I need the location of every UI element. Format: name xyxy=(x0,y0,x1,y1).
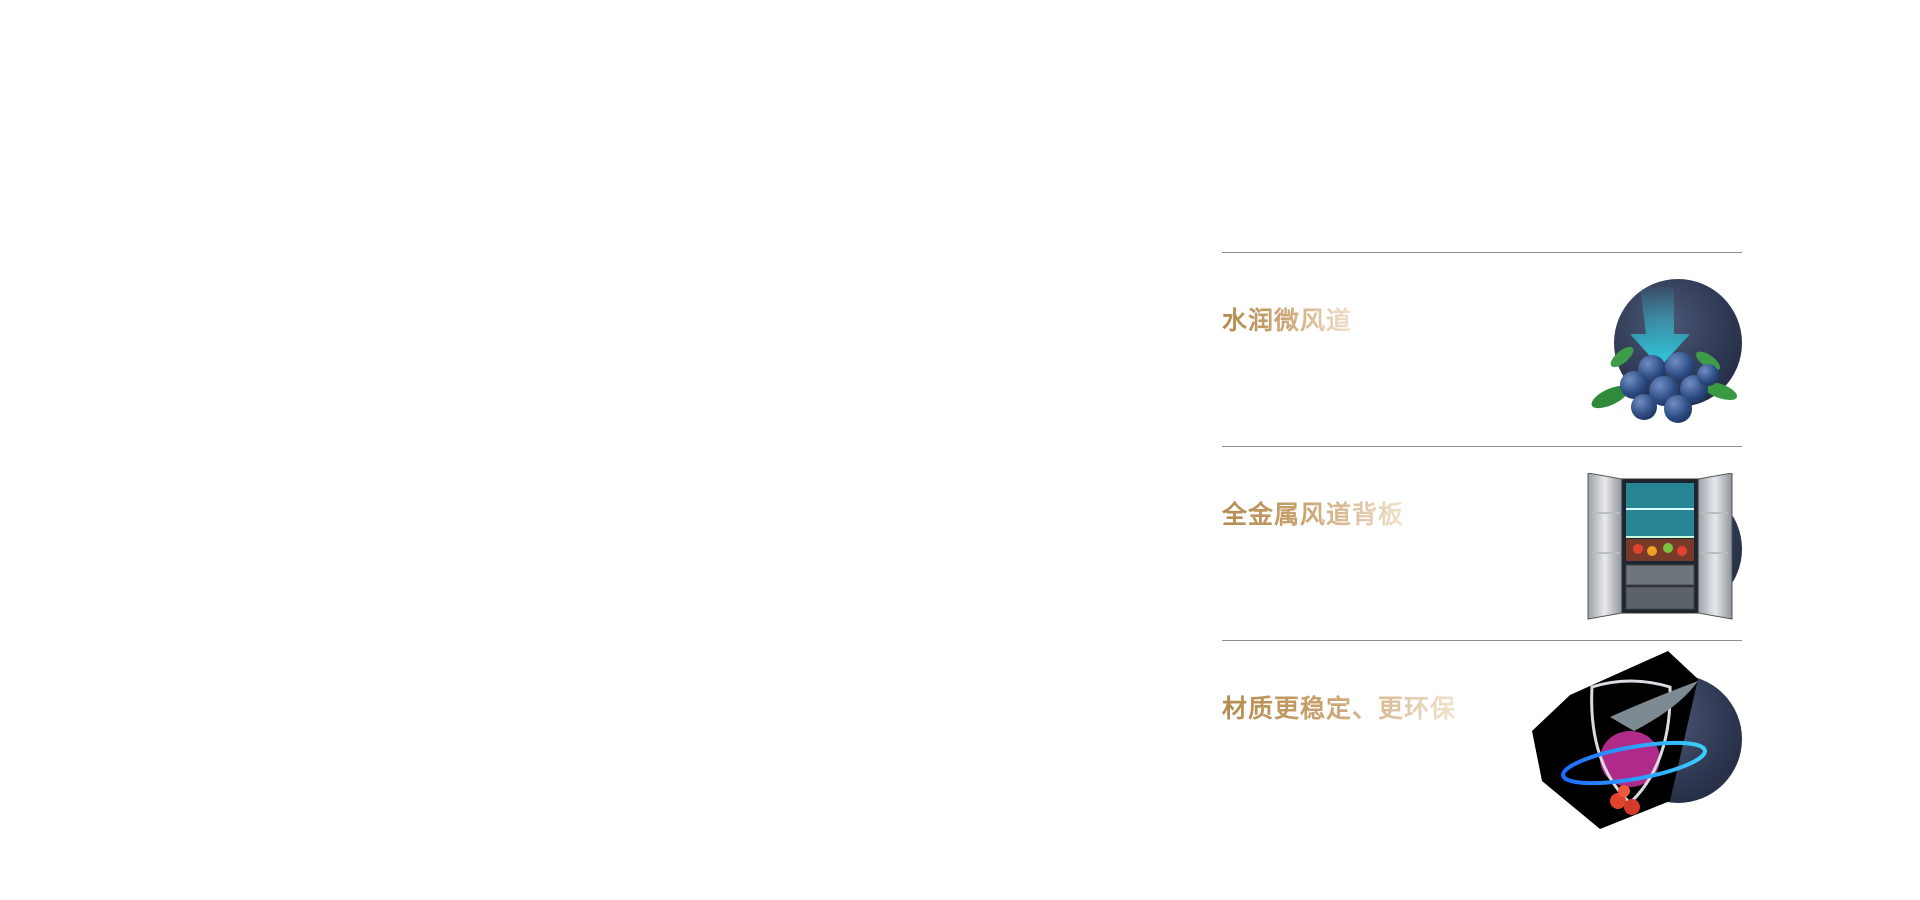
feature-title: 水润微风道 xyxy=(1222,301,1352,337)
feature-title: 材质更稳定、更环保 xyxy=(1222,689,1456,725)
shield-fish-icon xyxy=(1530,651,1742,831)
feature-list: 水润微风道 xyxy=(1222,252,1742,834)
feature-item-water-airflow: 水润微风道 xyxy=(1222,252,1742,446)
shield-illustration xyxy=(1532,651,1707,829)
feature-item-stable-eco-material: 材质更稳定、更环保 xyxy=(1222,640,1742,834)
fridge-illustration xyxy=(1587,473,1733,620)
feature-title: 全金属风道背板 xyxy=(1222,495,1404,531)
feature-item-metal-backplate: 全金属风道背板 xyxy=(1222,446,1742,640)
blueberries-illustration xyxy=(1591,287,1738,423)
blueberry-airflow-icon xyxy=(1582,279,1742,429)
open-fridge-icon xyxy=(1582,473,1742,623)
